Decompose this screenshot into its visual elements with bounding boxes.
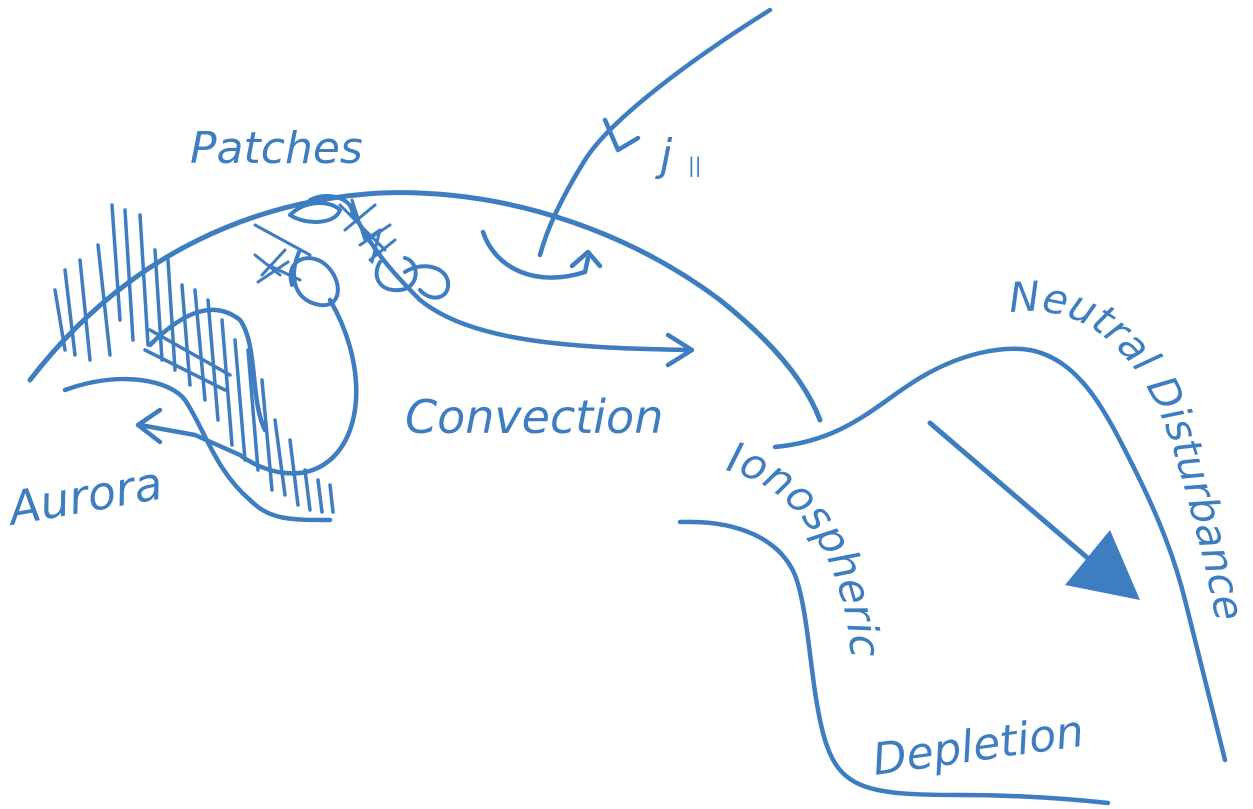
label-j-subscript: || [688, 153, 701, 177]
label-patches: Patches [190, 123, 363, 174]
patches-loops [290, 196, 448, 305]
auroral-oval-outer [150, 310, 265, 430]
label-neutral-disturbance-path: Neutral Disturbance [1008, 272, 1253, 624]
current-arrowhead [605, 120, 638, 150]
small-curved-arrow [483, 232, 588, 278]
label-aurora: Aurora [2, 456, 167, 537]
label-j-symbol: j [655, 130, 673, 181]
diagram-labels: Patches j || Convection Aurora Ionospher… [2, 123, 1253, 786]
big-arrow-shaft [930, 423, 1090, 560]
label-depletion: Depletion [869, 706, 1086, 786]
field-aligned-current-line [540, 10, 770, 255]
big-arrowhead [1065, 530, 1140, 600]
label-convection: Convection [405, 390, 663, 444]
label-neutral-disturbance: Neutral Disturbance [1008, 272, 1253, 624]
convection-path [350, 205, 690, 350]
